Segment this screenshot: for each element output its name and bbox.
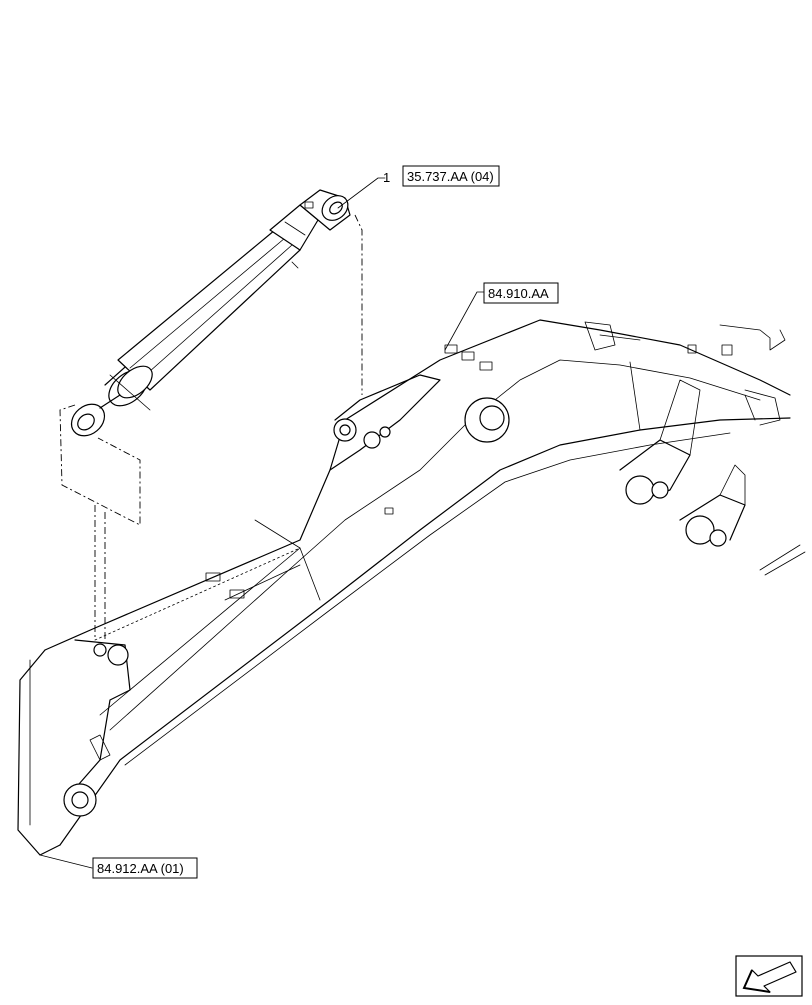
- arrow-bottom-left-icon: [735, 955, 803, 997]
- ref-cylinder-label: 35.737.AA (04): [407, 169, 494, 184]
- cylinder-drawing: [70, 189, 351, 437]
- ref-boom-foot-label: 84.912.AA (01): [97, 861, 184, 876]
- boom-drawing: [17, 319, 806, 856]
- ref-box-cylinder[interactable]: 35.737.AA (04): [402, 165, 500, 187]
- assembly-lines: [59, 214, 363, 640]
- ref-boom-label: 84.910.AA: [488, 286, 549, 301]
- item-number-label: 1: [383, 170, 390, 185]
- ref-box-boom[interactable]: 84.910.AA: [483, 282, 559, 304]
- ref-box-boom-foot[interactable]: 84.912.AA (01): [92, 857, 198, 879]
